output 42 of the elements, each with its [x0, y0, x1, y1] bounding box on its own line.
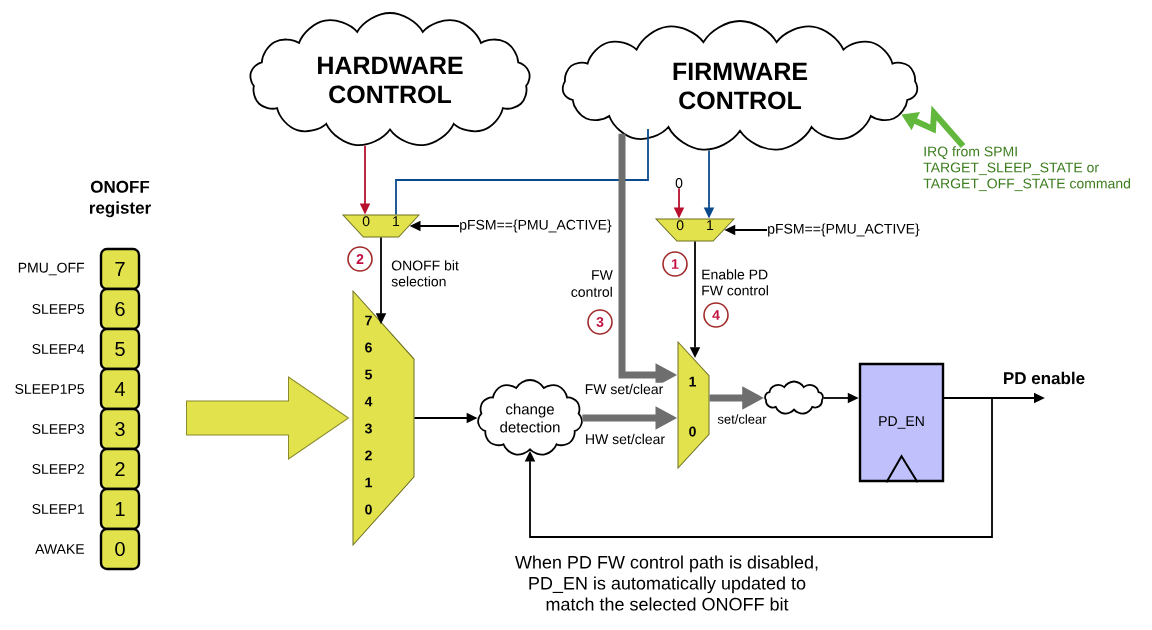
select-condition-label: pFSM=={PMU_ACTIVE} — [768, 223, 920, 237]
bit-name-label: AWAKE — [35, 544, 84, 554]
register-bit-cell: 2 — [99, 447, 141, 491]
bit-name-label: SLEEP5 — [32, 304, 84, 314]
register-bit-cell: 5 — [99, 327, 141, 371]
edge-label: ONOFF bit selection — [390, 259, 465, 288]
bit-name-label: SLEEP2 — [32, 464, 84, 474]
edge-label: FW set/clear — [583, 382, 665, 396]
flip-flop-box: PD_EN — [858, 362, 945, 483]
callout-number: 3 — [587, 309, 613, 335]
bit-name-label: SLEEP4 — [32, 344, 85, 354]
edge-label: HW set/clear — [583, 432, 667, 446]
bit-name-label: SLEEP1P5 — [15, 384, 84, 394]
register-bit-cell: 0 — [99, 527, 141, 571]
irq-note: IRQ from SPMI TARGET_SLEEP_STATE or TARGET_OFF_STATE command — [923, 146, 1130, 192]
cloud-shape — [764, 380, 824, 415]
callout-number: 2 — [347, 246, 373, 272]
bit-name-label: PMU_OFF — [18, 262, 85, 276]
register-heading: ONOFF register — [89, 180, 151, 218]
connector-line — [395, 128, 649, 216]
arrow — [524, 397, 993, 538]
callout-number: 4 — [703, 302, 729, 328]
note-text: When PD FW control path is disabled, PD_EN is automatically updated to match the selected ONOFF bit — [515, 555, 818, 611]
edge-label: set/clear — [716, 413, 768, 425]
register-bit-cell: 3 — [99, 407, 141, 451]
edge-label: PD enable — [1001, 370, 1087, 386]
mux-trapezoid: 1 0 — [677, 341, 710, 469]
mux-trapezoid: 7 6 5 4 3 2 1 0 — [352, 290, 415, 546]
mux-trapezoid: 0 1 — [655, 218, 735, 242]
register-bit-cell: 7 — [99, 247, 141, 291]
bit-name-label: SLEEP1 — [32, 504, 84, 514]
register-bit-cell: 1 — [99, 487, 141, 531]
block-arrow — [186, 376, 349, 460]
register-bit-cell: 4 — [99, 367, 141, 411]
edge-label: Enable PD FW control — [700, 268, 779, 297]
bit-name-label: SLEEP3 — [32, 424, 84, 434]
constant-input-label: 0 — [675, 178, 683, 188]
callout-number: 1 — [662, 251, 688, 277]
path-label: FW control — [571, 270, 613, 297]
mux-trapezoid: 0 1 — [342, 214, 420, 238]
register-bit-cell: 6 — [99, 287, 141, 331]
select-condition-label: pFSM=={PMU_ACTIVE} — [460, 219, 612, 233]
